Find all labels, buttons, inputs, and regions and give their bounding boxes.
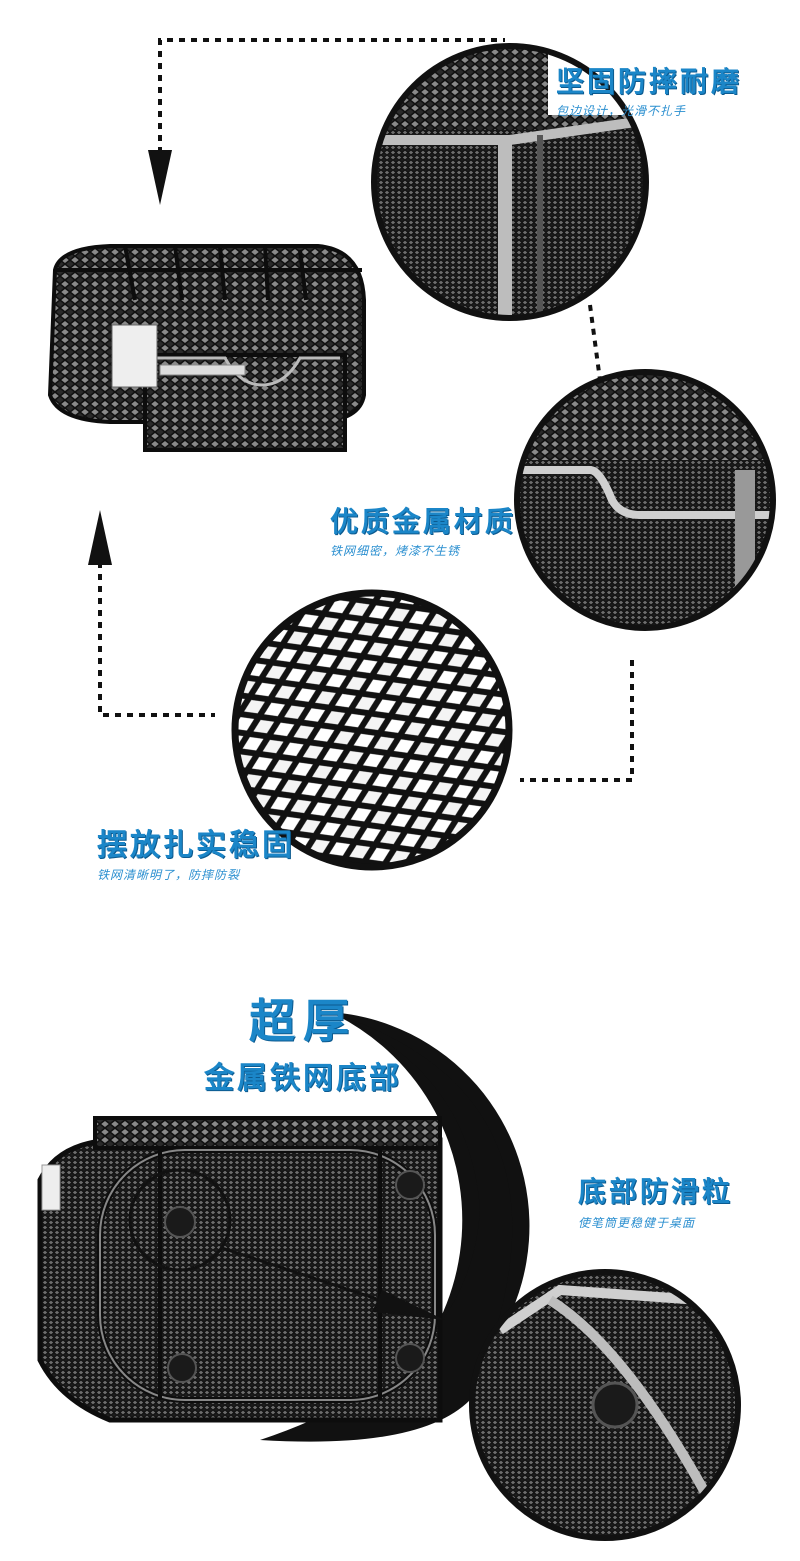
connector-left xyxy=(98,550,215,717)
feature-stable: 摆放扎实稳固 铁网清晰明了，防摔防裂 xyxy=(97,820,295,883)
feature-material-subtitle: 铁网细密，烤漆不生锈 xyxy=(330,544,461,558)
pointer-arrow-icon xyxy=(372,1290,445,1320)
feature-antislip-title: 底部防滑粒 xyxy=(578,1175,734,1208)
arrowheads xyxy=(88,150,172,565)
feature-stable-title: 摆放扎实稳固 xyxy=(97,828,295,863)
feature-durable-subtitle: 包边设计，光滑不扎手 xyxy=(556,104,687,118)
antislip-dot xyxy=(164,1206,196,1238)
zoom-circle-antislip xyxy=(469,1269,741,1541)
bottom-headline-block: 超厚 金属铁网底部 xyxy=(188,985,418,1097)
zoom-circle-material xyxy=(514,369,776,631)
connector-lines xyxy=(98,38,634,782)
product-organizer-image xyxy=(47,244,366,452)
connector-mid-right xyxy=(588,304,602,381)
connector-top xyxy=(158,38,505,165)
bottom-headline: 超厚 xyxy=(249,994,357,1048)
antislip-dot xyxy=(395,1170,425,1200)
arrow-up-icon xyxy=(88,510,112,565)
arrow-down-icon xyxy=(148,150,172,205)
feature-material-title: 优质金属材质 xyxy=(330,505,517,538)
zoom-circle-mesh xyxy=(231,589,513,871)
crescent-arc-decoration xyxy=(260,1012,530,1442)
feature-durable-title: 坚固防摔耐磨 xyxy=(556,65,743,98)
feature-material: 优质金属材质 铁网细密，烤漆不生锈 xyxy=(330,500,516,559)
feature-antislip-subtitle: 使笔筒更稳健于桌面 xyxy=(578,1216,696,1230)
product-bottom-view-image xyxy=(37,1116,445,1423)
feature-antislip: 底部防滑粒 使笔筒更稳健于桌面 xyxy=(578,1170,733,1231)
feature-stable-subtitle: 铁网清晰明了，防摔防裂 xyxy=(97,868,241,882)
antislip-dot xyxy=(167,1353,197,1383)
feature-durable: 坚固防摔耐磨 包边设计，光滑不扎手 xyxy=(556,60,742,119)
connector-right xyxy=(520,660,634,782)
bottom-subheadline: 金属铁网底部 xyxy=(204,1061,402,1096)
antislip-dot xyxy=(395,1343,425,1373)
